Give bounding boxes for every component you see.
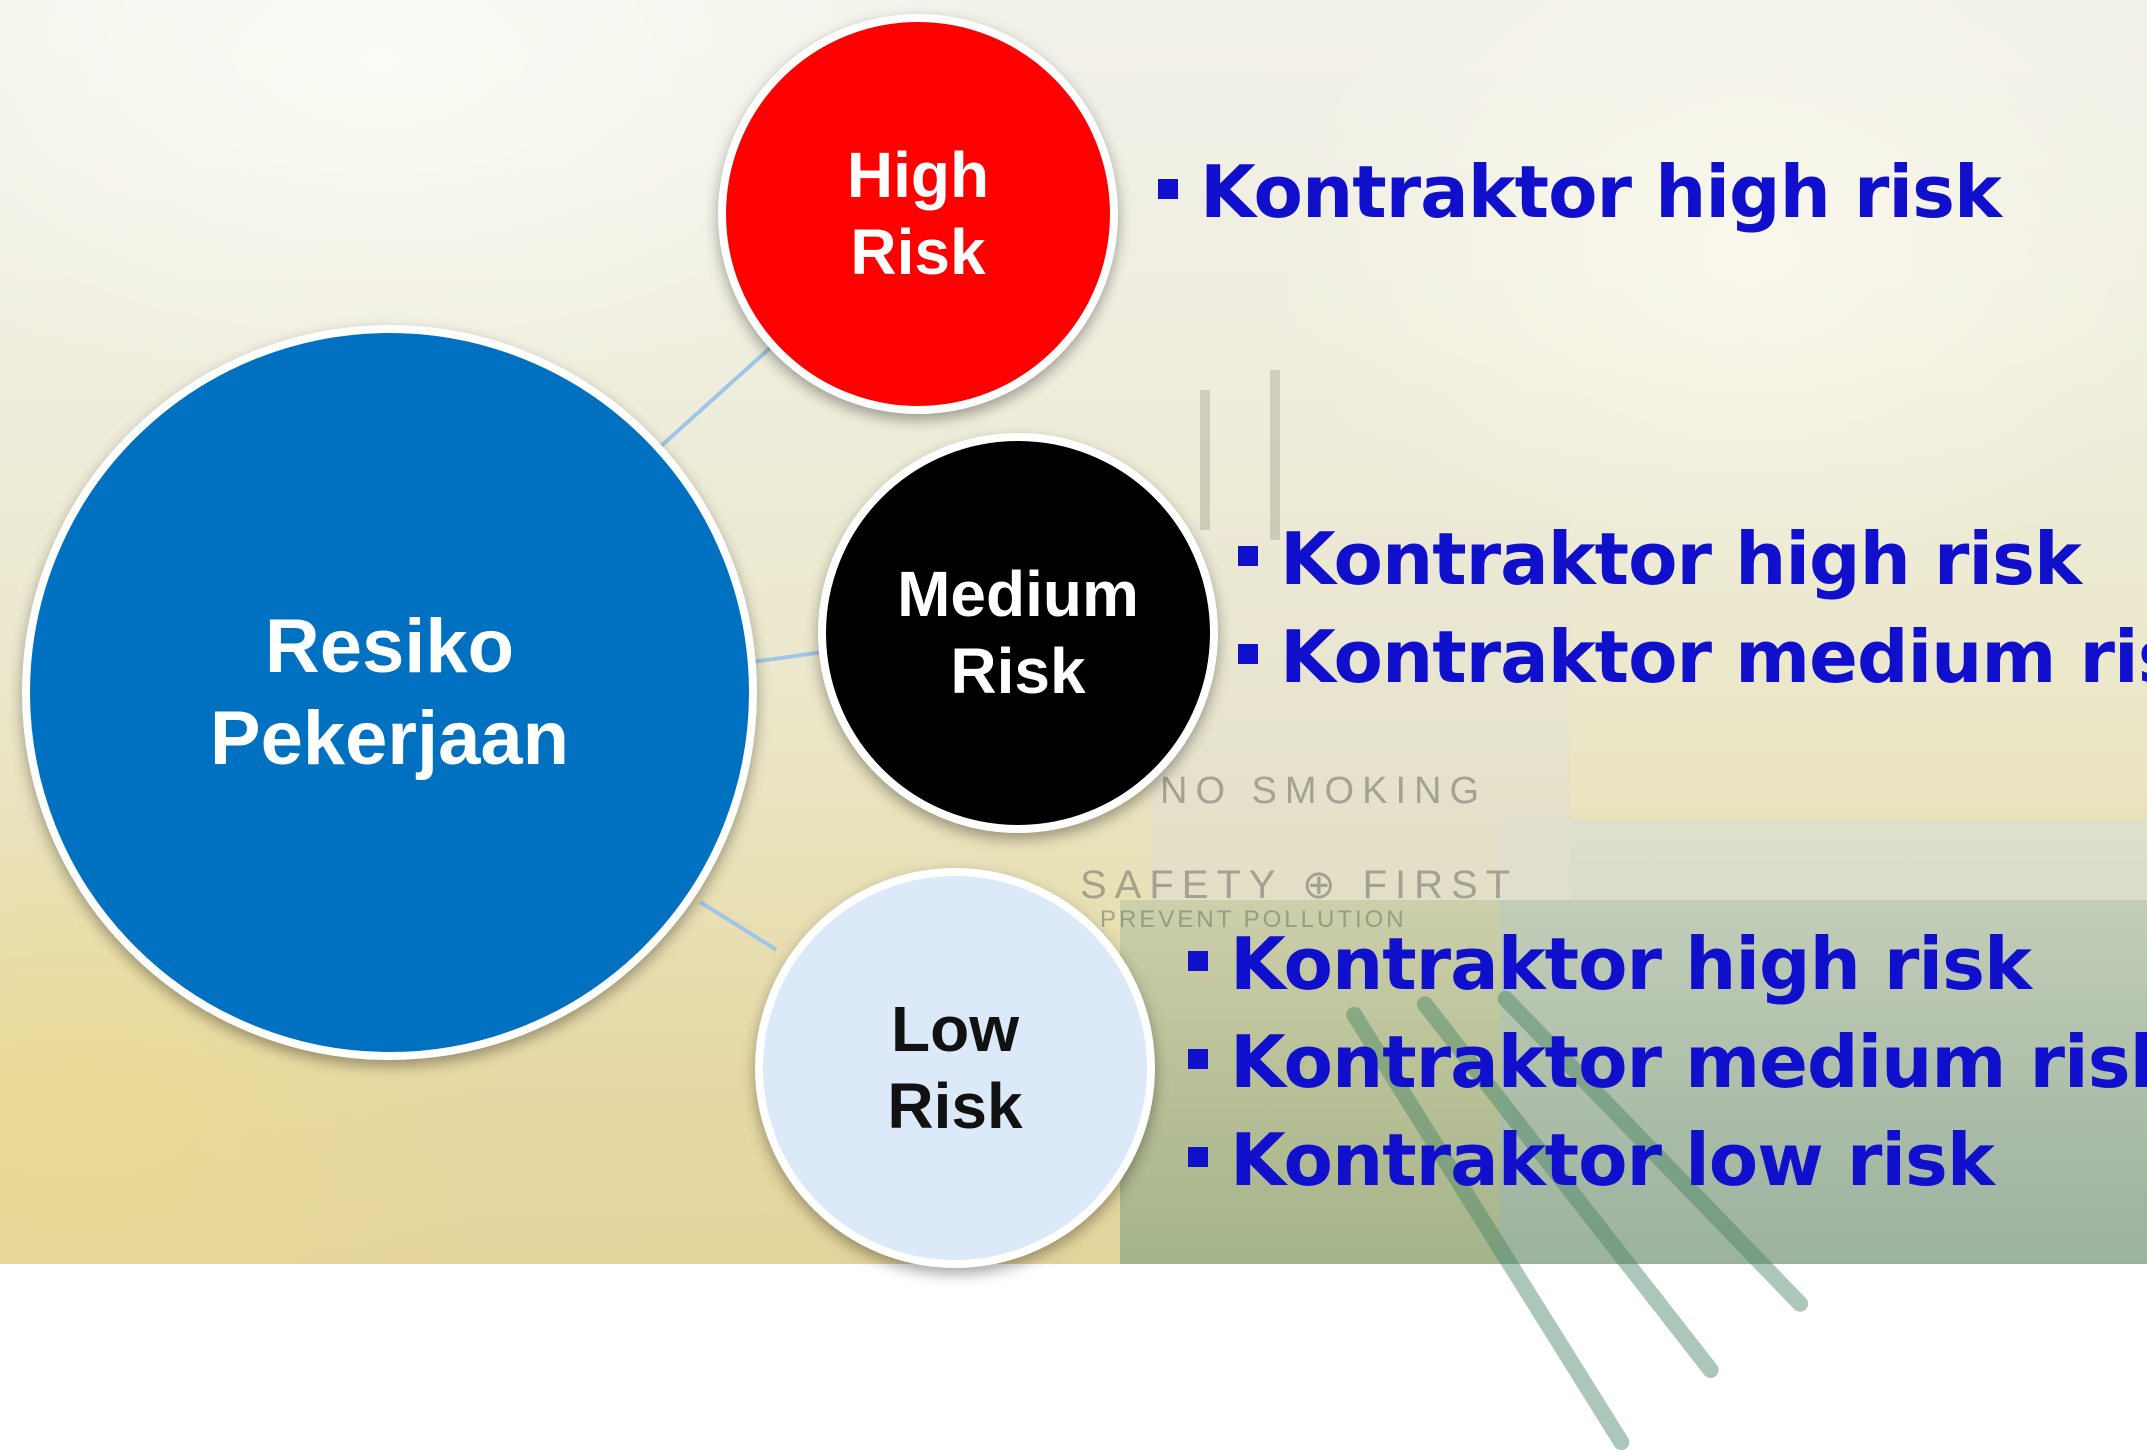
square-bullet-icon [1188, 1147, 1208, 1168]
list-item: Kontraktor medium risk [1188, 1013, 2147, 1111]
background-ship-text: NO SMOKING [1160, 770, 1488, 812]
list-item: Kontraktor high risk [1188, 915, 2147, 1013]
square-bullet-icon [1188, 1049, 1208, 1070]
list-item: Kontraktor high risk [1238, 510, 2147, 608]
square-bullet-icon [1188, 951, 1208, 972]
node-label: Pekerjaan [209, 695, 570, 781]
node-label: Medium [897, 558, 1139, 631]
background-ship-text: SAFETY ⊕ FIRST [1080, 863, 1519, 907]
list-item-text: Kontraktor medium risk [1280, 615, 2147, 699]
background-ship-mast [1200, 390, 1210, 530]
square-bullet-icon [1238, 546, 1258, 567]
list-item: Kontraktor high risk [1158, 143, 2002, 241]
node-label: Risk [850, 216, 986, 288]
node-label: Risk [950, 635, 1086, 707]
node-high-risk: High Risk [718, 14, 1118, 414]
square-bullet-icon [1238, 644, 1258, 665]
bullet-list-low-risk: Kontraktor high risk Kontraktor medium r… [1188, 915, 2147, 1209]
node-label: Risk [887, 1070, 1023, 1142]
list-item-text: Kontraktor high risk [1230, 922, 2032, 1006]
list-item: Kontraktor medium risk [1238, 608, 2147, 706]
bullet-list-medium-risk: Kontraktor high risk Kontraktor medium r… [1238, 510, 2147, 706]
square-bullet-icon [1158, 179, 1178, 200]
list-item-text: Kontraktor medium risk [1230, 1020, 2147, 1104]
background-ship-mast [1270, 370, 1280, 540]
list-item-text: Kontraktor low risk [1230, 1118, 1995, 1202]
node-medium-risk: Medium Risk [818, 433, 1218, 833]
node-label: Resiko [264, 604, 515, 690]
background-ship-superstructure [1150, 520, 1570, 900]
list-item-text: Kontraktor high risk [1280, 517, 2082, 601]
list-item-text: Kontraktor high risk [1200, 150, 2002, 234]
node-label: High [846, 139, 990, 212]
background-ship-text: PREVENT POLLUTION [1100, 906, 1407, 933]
node-low-risk: Low Risk [755, 868, 1155, 1268]
bullet-list-high-risk: Kontraktor high risk [1158, 143, 2002, 241]
list-item: Kontraktor low risk [1188, 1111, 2147, 1209]
node-resiko-pekerjaan: Resiko Pekerjaan [22, 325, 757, 1060]
background-sea [1500, 820, 2147, 1264]
node-label: Low [891, 993, 1019, 1066]
background-ship-deck [1120, 900, 2147, 1264]
